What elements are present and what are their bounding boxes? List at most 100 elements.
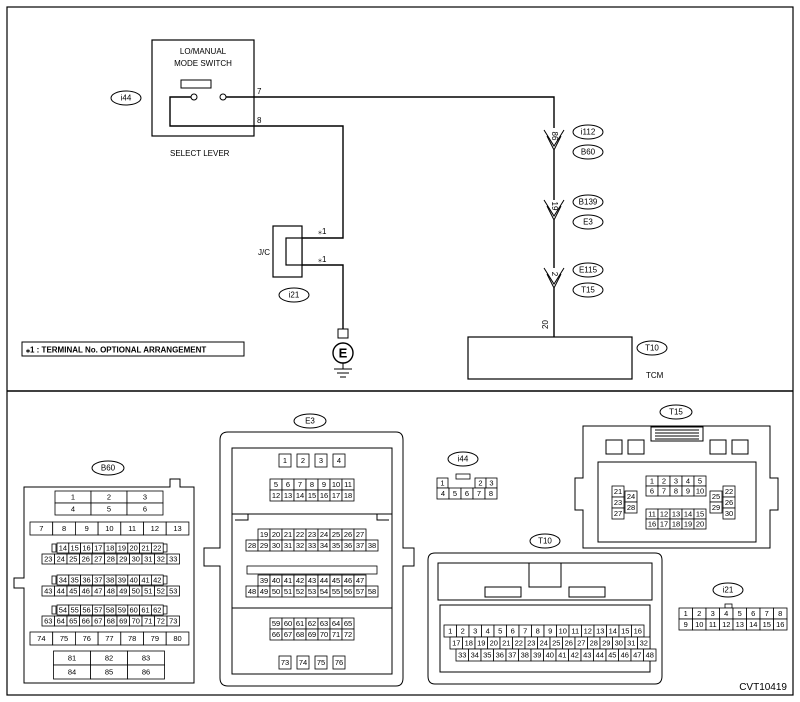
pin-cell-i21-16 xyxy=(773,618,788,631)
pin-B60-12: 12 xyxy=(151,524,159,533)
pin-B60-34: 34 xyxy=(59,575,67,584)
pin-cell-B60-13 xyxy=(165,521,190,536)
pin-T15-1: 1 xyxy=(650,476,654,485)
connector-label-t10-top: T10 xyxy=(645,344,659,353)
pin-B60-55: 55 xyxy=(71,605,79,614)
tcm-pin-20: 20 xyxy=(541,320,550,329)
pin-E3-52: 52 xyxy=(296,587,304,596)
pin-T10-31: 31 xyxy=(627,638,635,647)
pin-E3-18: 18 xyxy=(344,491,352,500)
pin-i21-4: 4 xyxy=(724,609,728,618)
connector-ref-T15: T15 xyxy=(581,286,595,295)
pin-T10-35: 35 xyxy=(483,650,491,659)
pin-E3-29: 29 xyxy=(260,541,268,550)
connector-label-B60: B60 xyxy=(101,464,116,473)
pin-B60-72: 72 xyxy=(157,616,165,625)
pin-i44-4: 4 xyxy=(441,489,445,498)
pin-T10-39: 39 xyxy=(533,650,541,659)
pin-B60-86: 86 xyxy=(142,667,150,676)
pin-B60-16: 16 xyxy=(82,543,90,552)
pin-E3-64: 64 xyxy=(332,619,340,628)
pin-T15-6: 6 xyxy=(650,486,654,495)
connector-ref-B139: B139 xyxy=(579,198,598,207)
pin-E3-53: 53 xyxy=(308,587,316,596)
pin-B60-33: 33 xyxy=(169,554,177,563)
pin-T15-8: 8 xyxy=(674,486,678,495)
pin-B60-84: 84 xyxy=(68,667,76,676)
pin-B60-46: 46 xyxy=(82,586,90,595)
pin-T10-44: 44 xyxy=(596,650,604,659)
pin-T15-4: 4 xyxy=(686,476,690,485)
pin-B60-24: 24 xyxy=(57,554,65,563)
pin-T10-32: 32 xyxy=(640,638,648,647)
pin-B60-3: 3 xyxy=(143,492,147,501)
pin-cell-E3-1 xyxy=(278,453,292,468)
pin-E3-67: 67 xyxy=(284,630,292,639)
wire-jc-to-ground xyxy=(302,264,344,329)
pin-cell-B60-42 xyxy=(150,574,164,586)
switch-label-line2: MODE SWITCH xyxy=(174,59,232,68)
pin-T10-18: 18 xyxy=(465,638,473,647)
pin-i21-9: 9 xyxy=(684,620,688,629)
pin-E3-59: 59 xyxy=(272,619,280,628)
pin-T15-27: 27 xyxy=(614,509,622,518)
pin-B60-32: 32 xyxy=(157,554,165,563)
pin-B60-4: 4 xyxy=(71,504,75,513)
connector-ref-E115: E115 xyxy=(579,266,598,275)
switch-label-line1: LO/MANUAL xyxy=(180,47,227,56)
pin-E3-33: 33 xyxy=(308,541,316,550)
pin-B60-75: 75 xyxy=(60,634,68,643)
pin-E3-57: 57 xyxy=(356,587,364,596)
pin-T10-22: 22 xyxy=(515,638,523,647)
pin-B60-50: 50 xyxy=(132,586,140,595)
pin-B60-8: 8 xyxy=(62,524,66,533)
inline-arrow-outer-1 xyxy=(543,199,565,217)
pin-i21-6: 6 xyxy=(751,609,755,618)
pin-T10-25: 25 xyxy=(552,638,560,647)
pin-T10-24: 24 xyxy=(540,638,548,647)
pin-B60-63: 63 xyxy=(44,616,52,625)
pin-T10-36: 36 xyxy=(496,650,504,659)
pin-B60-82: 82 xyxy=(105,653,113,662)
pin-B60-41: 41 xyxy=(141,575,149,584)
pin-B60-13: 13 xyxy=(173,524,181,533)
oval-i112 xyxy=(572,124,604,140)
pin-E3-68: 68 xyxy=(296,630,304,639)
pin-B60-78: 78 xyxy=(128,634,136,643)
pin-B60-38: 38 xyxy=(106,575,114,584)
pin-B60-59: 59 xyxy=(118,605,126,614)
pin-E3-19: 19 xyxy=(260,530,268,539)
ground-letter: E xyxy=(339,345,348,360)
pin-E3-14: 14 xyxy=(296,491,304,500)
connector-label-i21-top: i21 xyxy=(289,291,300,300)
pin-E3-24: 24 xyxy=(320,530,328,539)
pin-cell-B60-6 xyxy=(126,502,164,516)
connector-label-T10: T10 xyxy=(538,537,552,546)
pin-E3-56: 56 xyxy=(344,587,352,596)
pin-B60-36: 36 xyxy=(82,575,90,584)
pin-B60-77: 77 xyxy=(105,634,113,643)
pin-B60-57: 57 xyxy=(94,605,102,614)
jc-pin-bottom: ⁎1 xyxy=(318,255,327,264)
pin-T10-45: 45 xyxy=(608,650,616,659)
diagram-frame xyxy=(6,6,794,696)
pin-B60-69: 69 xyxy=(119,616,127,625)
pin-B60-44: 44 xyxy=(57,586,65,595)
select-lever-box xyxy=(151,39,255,137)
inline-pin-2: 2 xyxy=(550,272,559,277)
pin-E3-11: 11 xyxy=(344,480,352,489)
pin-cell-B60-80 xyxy=(165,631,190,646)
pin-T15-29: 29 xyxy=(712,503,720,512)
pin-B60-79: 79 xyxy=(151,634,159,643)
pin-B60-28: 28 xyxy=(107,554,115,563)
pin-T10-6: 6 xyxy=(511,626,515,635)
pin-B60-5: 5 xyxy=(107,504,111,513)
pin-E3-71: 71 xyxy=(332,630,340,639)
oval-B139 xyxy=(572,194,604,210)
pin-cell-E3-58 xyxy=(365,585,379,598)
note-box xyxy=(21,341,245,357)
pin-B60-68: 68 xyxy=(107,616,115,625)
pin-cell-E3-73 xyxy=(278,655,292,670)
